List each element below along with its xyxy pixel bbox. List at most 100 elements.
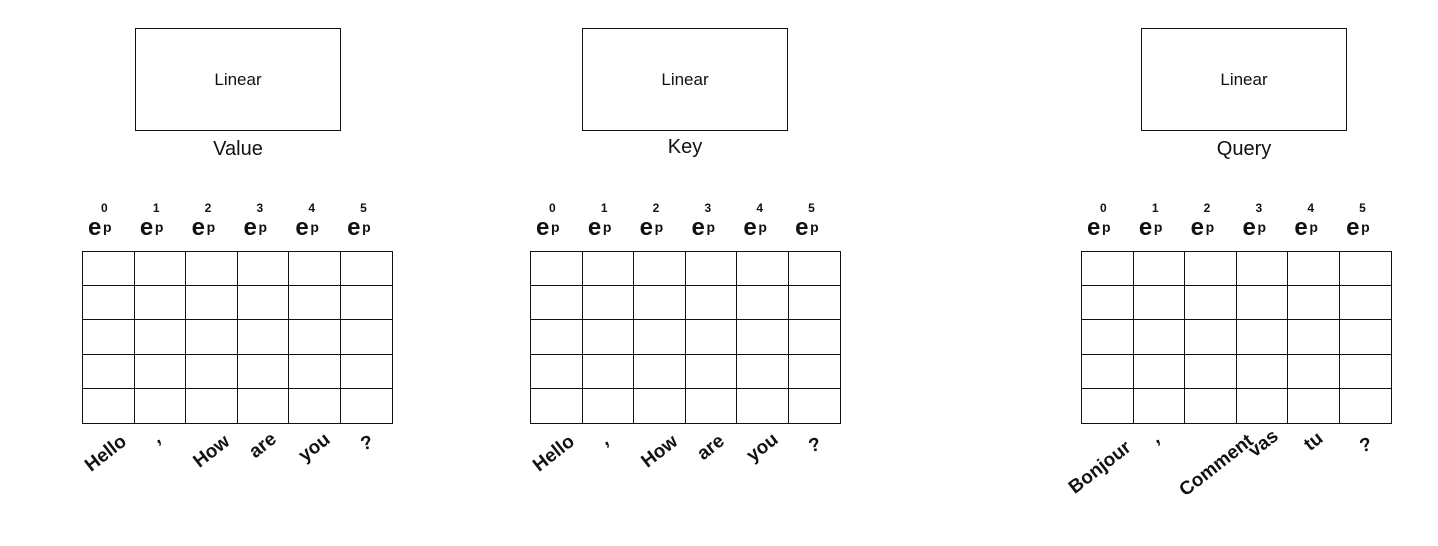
grid-cell: [686, 388, 737, 423]
grid-cell: [1185, 354, 1237, 389]
grid-cell: [238, 388, 289, 423]
pe-subscript: p: [551, 219, 560, 235]
grid-cell: [531, 252, 583, 287]
grid-cell: [634, 354, 686, 389]
grid-cell: [1236, 354, 1288, 389]
grid-cell: [289, 286, 341, 321]
grid-cell: [186, 252, 238, 287]
pe-index: 0: [549, 201, 556, 215]
pe-subscript: p: [1309, 219, 1318, 235]
pe-index: 1: [1151, 201, 1159, 215]
grid-cell: [582, 320, 634, 355]
grid-cell: [1288, 388, 1340, 423]
pe-base: e: [88, 214, 102, 241]
role-label: Value: [213, 138, 263, 160]
grid-cell: [1185, 252, 1237, 287]
embedding-grid: [530, 251, 841, 424]
token-label: ?: [806, 433, 824, 458]
grid-cell: [1082, 320, 1134, 355]
pe-subscript: p: [1257, 219, 1267, 235]
linear-box: Linear: [135, 28, 341, 131]
linear-box: Linear: [1141, 28, 1347, 131]
pe-index: 4: [1307, 201, 1315, 215]
grid-cell: [289, 320, 341, 355]
grid-cell: [583, 388, 634, 423]
pe-subscript: p: [258, 219, 268, 235]
pe-base: e: [347, 214, 361, 241]
embedding-grid: [1081, 251, 1392, 424]
role-label: Query: [1216, 138, 1272, 160]
token-label: Hello: [529, 431, 579, 477]
pe-index: 3: [1255, 201, 1263, 215]
pe-index: 3: [704, 201, 712, 215]
grid-cell: [237, 354, 289, 389]
grid-cell: [340, 286, 392, 321]
pe-base: e: [139, 214, 154, 241]
token-label: Bonjour: [1065, 436, 1136, 499]
grid-cell: [134, 286, 186, 321]
grid-cell: [135, 388, 186, 423]
grid-cell: [737, 252, 789, 287]
token-label: Hello: [81, 431, 131, 477]
grid-cell: [186, 320, 238, 355]
pe-subscript: p: [362, 219, 371, 235]
token-label: ?: [358, 431, 376, 456]
grid-cell: [634, 252, 686, 287]
pe-subscript: p: [706, 219, 716, 235]
grid-cell: [289, 388, 341, 423]
grid-cell: [634, 320, 686, 355]
grid-cell: [1339, 320, 1391, 355]
pe-subscript: p: [1205, 219, 1215, 235]
grid-cell: [340, 355, 392, 389]
grid-cell: [134, 252, 186, 287]
pe-base: e: [743, 214, 757, 241]
pe-subscript: p: [1361, 219, 1370, 235]
pe-base: e: [536, 214, 550, 241]
grid-cell: [531, 354, 583, 389]
linear-box: Linear: [582, 28, 788, 131]
pe-base: e: [243, 214, 257, 241]
role-label: Key: [667, 136, 703, 158]
grid-cell: [83, 252, 135, 287]
grid-cell: [737, 388, 789, 423]
pe-base: e: [691, 214, 705, 241]
grid-cell: [531, 388, 583, 423]
token-label: you: [295, 428, 335, 467]
pe-base: e: [1190, 214, 1205, 241]
pe-base: e: [587, 214, 602, 241]
pe-subscript: p: [154, 219, 164, 235]
grid-cell: [1288, 286, 1340, 321]
grid-cell: [1082, 388, 1134, 423]
pe-base: e: [295, 214, 309, 241]
pe-subscript: p: [1153, 219, 1163, 235]
pe-index: 1: [600, 201, 608, 215]
grid-cell: [685, 252, 737, 287]
token-label: are: [693, 430, 729, 465]
token-label: How: [189, 430, 234, 473]
token-label: vas: [1244, 425, 1283, 462]
pe-index: 2: [204, 201, 212, 215]
grid-cell: [341, 389, 393, 423]
grid-cell: [1236, 252, 1288, 287]
grid-cell: [531, 320, 583, 355]
grid-cell: [237, 286, 289, 321]
grid-cell: [582, 286, 634, 321]
grid-cell: [1185, 286, 1237, 321]
grid-cell: [1236, 286, 1288, 321]
pe-subscript: p: [206, 219, 216, 235]
grid-cell: [685, 320, 737, 355]
